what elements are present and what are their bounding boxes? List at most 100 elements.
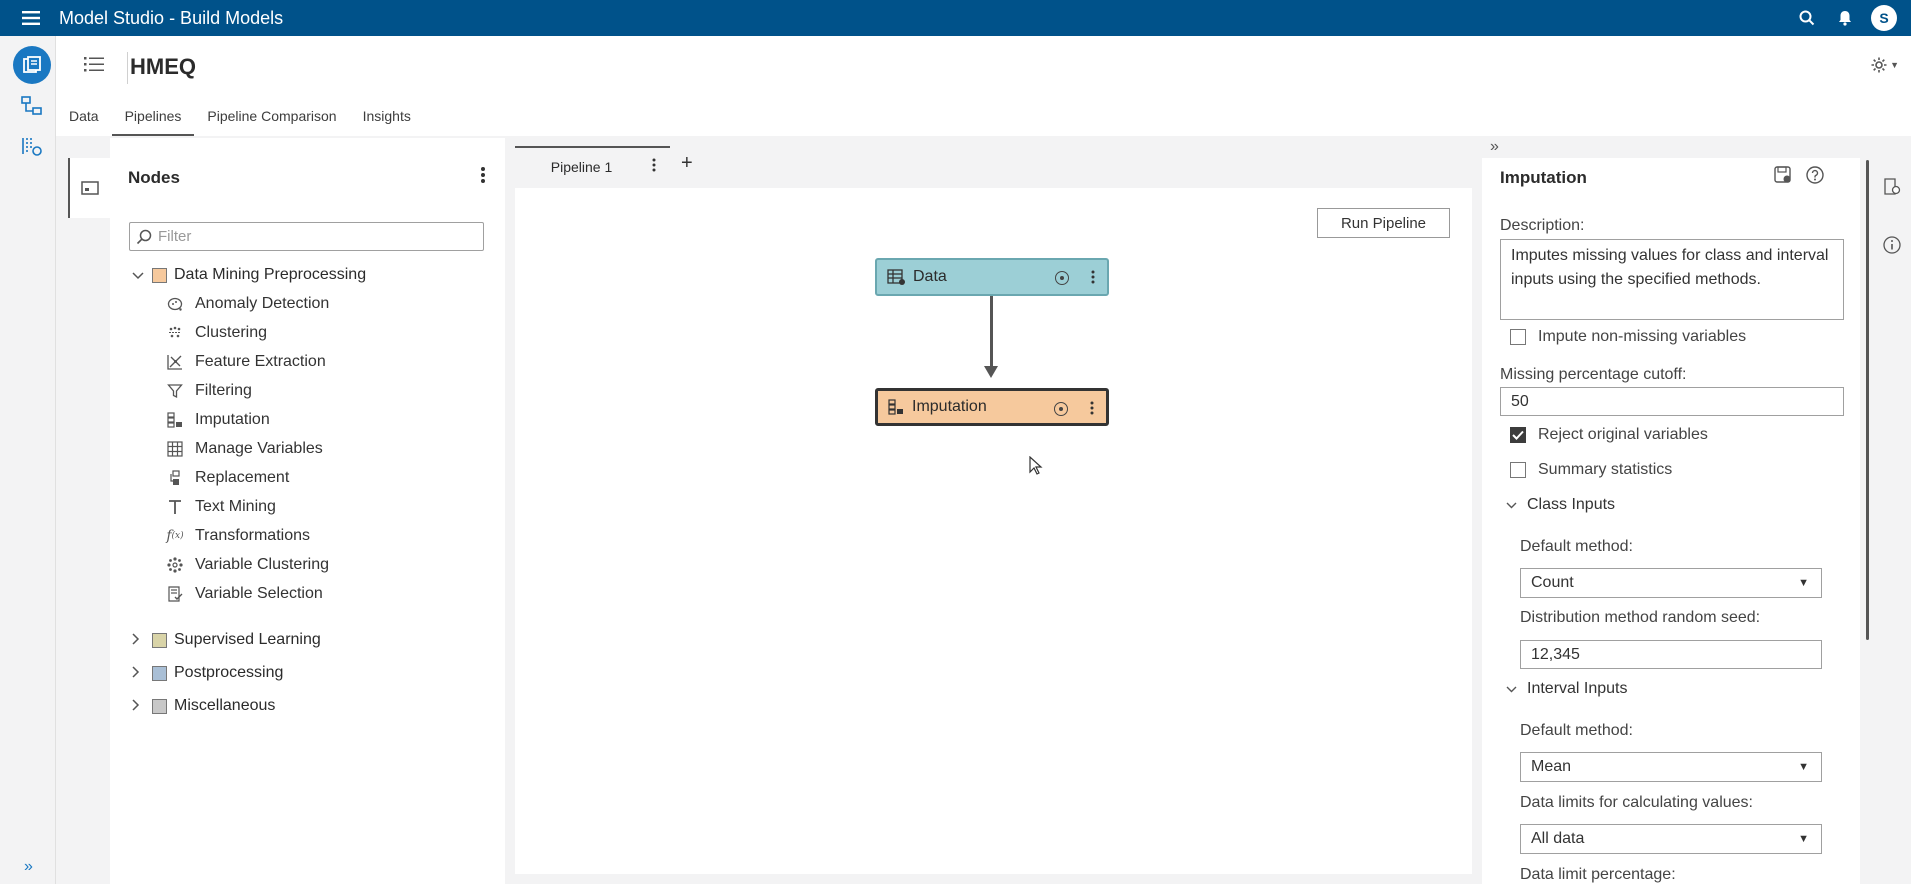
- manage-pipelines-nav-icon[interactable]: [14, 88, 50, 124]
- node-group-postprocessing[interactable]: Postprocessing: [132, 664, 283, 682]
- node-item-label: Transformations: [195, 527, 310, 544]
- tab-insights[interactable]: Insights: [362, 108, 411, 124]
- pipeline-node-imputation[interactable]: Imputation: [875, 388, 1109, 426]
- pipeline-tab[interactable]: Pipeline 1: [515, 146, 670, 186]
- data-table-icon: [887, 269, 905, 285]
- imputation-icon: [888, 399, 904, 415]
- group-label: Data Mining Preprocessing: [174, 266, 367, 283]
- chevron-right-icon: [132, 698, 146, 714]
- search-icon: [136, 229, 152, 244]
- node-item-imputation[interactable]: Imputation: [166, 411, 270, 429]
- node-group-supervised-learning[interactable]: Supervised Learning: [132, 631, 321, 649]
- node-item-variable-clustering[interactable]: Variable Clustering: [166, 556, 329, 574]
- tab-pipeline-comparison[interactable]: Pipeline Comparison: [207, 108, 337, 124]
- node-status-icon: [1054, 402, 1068, 416]
- node-filter-field: [129, 222, 484, 251]
- data-limits-select[interactable]: All data ▼: [1520, 824, 1822, 854]
- function-icon: f(x): [166, 528, 184, 544]
- collapse-properties-panel-icon[interactable]: »: [1490, 138, 1499, 155]
- manage-models-nav-icon[interactable]: [14, 128, 50, 164]
- dropdown-caret-icon: ▼: [1798, 761, 1809, 773]
- node-group-miscellaneous[interactable]: Miscellaneous: [132, 697, 275, 715]
- info-icon[interactable]: [1883, 236, 1901, 259]
- nodes-panel: Nodes Data Mining Preprocessing Anomaly …: [110, 138, 505, 884]
- node-item-variable-selection[interactable]: Variable Selection: [166, 585, 323, 603]
- node-group-data-mining-preprocessing[interactable]: Data Mining Preprocessing: [132, 266, 366, 284]
- pipeline-area: Pipeline 1 + Run Pipeline Data Imputatio…: [515, 146, 1472, 884]
- properties-scrollbar[interactable]: [1866, 160, 1869, 640]
- save-properties-icon[interactable]: [1774, 166, 1792, 189]
- node-item-anomaly-detection[interactable]: Anomaly Detection: [166, 295, 329, 313]
- table-grid-icon: [166, 440, 184, 458]
- interval-inputs-section[interactable]: Interval Inputs: [1506, 680, 1628, 698]
- node-item-feature-extraction[interactable]: Feature Extraction: [166, 353, 326, 371]
- node-filter-input[interactable]: [158, 228, 468, 245]
- nodes-panel-menu-icon[interactable]: [481, 166, 485, 189]
- project-name: HMEQ: [130, 54, 196, 79]
- missing-cutoff-input[interactable]: 50: [1500, 387, 1844, 416]
- impute-nonmissing-checkbox[interactable]: Impute non-missing variables: [1510, 328, 1746, 346]
- section-label: Class Inputs: [1527, 496, 1616, 513]
- right-rail: [1872, 158, 1911, 884]
- missing-cutoff-label: Missing percentage cutoff:: [1500, 366, 1687, 383]
- tab-pipelines[interactable]: Pipelines: [111, 102, 195, 136]
- header-divider: [127, 52, 128, 84]
- checkbox-label: Summary statistics: [1538, 461, 1673, 478]
- interval-default-method-select[interactable]: Mean ▼: [1520, 752, 1822, 782]
- tab-data[interactable]: Data: [69, 108, 99, 124]
- nodes-panel-title: Nodes: [128, 168, 180, 187]
- hamburger-menu-icon[interactable]: [13, 0, 49, 36]
- mouse-pointer-icon: [1029, 455, 1043, 481]
- imputation-icon: [166, 411, 184, 429]
- nodes-panel-toggle-icon[interactable]: [68, 158, 110, 218]
- class-inputs-section[interactable]: Class Inputs: [1506, 496, 1615, 514]
- random-seed-label: Distribution method random seed:: [1520, 609, 1761, 626]
- project-list-icon[interactable]: [84, 56, 104, 77]
- run-pipeline-button[interactable]: Run Pipeline: [1317, 208, 1450, 238]
- node-menu-icon[interactable]: [1091, 270, 1095, 289]
- pipeline-node-data[interactable]: Data: [875, 258, 1109, 296]
- text-t-icon: [166, 498, 184, 516]
- group-label: Miscellaneous: [174, 697, 276, 714]
- connector-arrow-icon: [984, 366, 998, 378]
- pipeline-tab-menu-icon[interactable]: [652, 158, 656, 177]
- node-item-replacement[interactable]: Replacement: [166, 469, 289, 487]
- node-item-text-mining[interactable]: Text Mining: [166, 498, 276, 516]
- node-item-manage-variables[interactable]: Manage Variables: [166, 440, 323, 458]
- checkbox-unchecked-icon: [1510, 462, 1526, 478]
- random-seed-input[interactable]: 12,345: [1520, 640, 1822, 669]
- replacement-icon: [166, 469, 184, 487]
- description-label: Description:: [1500, 217, 1585, 234]
- checkbox-unchecked-icon: [1510, 329, 1526, 345]
- group-color-swatch: [152, 267, 167, 283]
- description-text: Imputes missing values for class and int…: [1500, 239, 1844, 320]
- summary-statistics-checkbox[interactable]: Summary statistics: [1510, 461, 1672, 479]
- user-avatar[interactable]: S: [1871, 5, 1897, 31]
- group-color-swatch: [152, 698, 167, 714]
- interval-default-method-label: Default method:: [1520, 722, 1633, 739]
- node-item-filtering[interactable]: Filtering: [166, 382, 252, 400]
- add-pipeline-icon[interactable]: +: [681, 152, 693, 174]
- select-value: Count: [1531, 574, 1574, 591]
- select-value: Mean: [1531, 758, 1572, 775]
- node-item-transformations[interactable]: f(x) Transformations: [166, 527, 310, 545]
- dropdown-caret-icon: ▼: [1798, 577, 1809, 589]
- project-settings-gear-icon[interactable]: ▼: [1870, 56, 1899, 74]
- class-default-method-select[interactable]: Count ▼: [1520, 568, 1822, 598]
- search-icon[interactable]: [1795, 6, 1819, 30]
- build-models-nav-icon[interactable]: [13, 46, 51, 84]
- expand-rail-icon[interactable]: »: [24, 858, 33, 875]
- anomaly-icon: [166, 295, 184, 313]
- notifications-bell-icon[interactable]: [1833, 6, 1857, 30]
- checkbox-checked-icon: [1510, 427, 1526, 443]
- node-item-label: Variable Clustering: [195, 556, 329, 573]
- class-default-method-label: Default method:: [1520, 538, 1633, 555]
- help-icon[interactable]: [1806, 166, 1824, 189]
- node-menu-icon[interactable]: [1090, 401, 1094, 420]
- left-nav-rail: »: [0, 36, 56, 884]
- reject-original-checkbox[interactable]: Reject original variables: [1510, 426, 1708, 444]
- pipeline-canvas[interactable]: Run Pipeline Data Imputation: [515, 188, 1472, 874]
- dropdown-caret-icon: ▼: [1798, 833, 1809, 845]
- node-item-clustering[interactable]: Clustering: [166, 324, 267, 342]
- node-properties-icon[interactable]: [1883, 178, 1901, 201]
